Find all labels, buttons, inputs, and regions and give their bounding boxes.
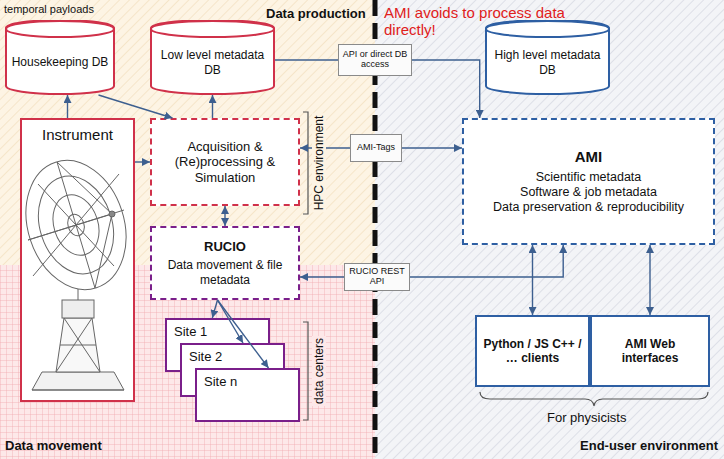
node-text: Software & job metadata <box>520 185 657 200</box>
flow-arrow <box>212 300 217 318</box>
region-label: Data movement <box>5 438 102 453</box>
database-cylinder: High level metadata DB <box>485 20 610 95</box>
node-text: Site 2 <box>189 349 222 365</box>
node-text: Acquisition & (Re)processing & Simulatio… <box>158 139 292 186</box>
flow-arrow <box>402 147 462 148</box>
node-text: API or direct DB access <box>342 50 408 70</box>
site-box: Site n <box>195 368 300 422</box>
node-text: AMI-Tags <box>357 143 395 153</box>
flow-arrow <box>218 300 269 368</box>
bracket-label: HPC environment <box>312 114 326 213</box>
node-text: Housekeeping DB <box>12 55 109 69</box>
node-text: Data movement & file metadata <box>158 258 292 287</box>
region-label: For physicists <box>547 410 626 425</box>
flow-arrow <box>135 161 150 162</box>
node-text: Scientific metadata <box>536 170 642 185</box>
database-cylinder: Low level metadata DB <box>150 20 275 95</box>
interface-box: AMI-Tags <box>350 134 402 162</box>
bracket-label: data centers <box>312 336 326 406</box>
instrument-box: Instrument <box>20 118 135 402</box>
node-text: Site 1 <box>174 324 207 340</box>
region-label: temporal payloads <box>4 3 94 15</box>
flow-arrow <box>649 245 650 315</box>
node-text: Data preservation & reproducibility <box>493 200 684 215</box>
flow-arrow <box>412 60 480 118</box>
flow-arrow <box>67 95 68 118</box>
flow-arrow <box>218 300 244 343</box>
node-text: High level metadata DB <box>491 48 604 77</box>
client-box: Python / JS C++ / … clients <box>475 315 590 387</box>
node-text: AMI Web interfaces <box>598 337 702 366</box>
service-box: RUCIO Data movement & file metadata <box>150 226 300 300</box>
flow-arrow <box>300 276 344 277</box>
flow-arrow <box>224 206 225 226</box>
database-cylinder: Housekeeping DB <box>5 20 115 95</box>
flow-arrow <box>532 245 533 315</box>
node-text: RUCIO REST API <box>348 267 406 287</box>
region-label: Data production <box>266 6 366 21</box>
flow-arrow <box>99 95 173 118</box>
node-text: Python / JS C++ / … clients <box>483 337 582 366</box>
interface-box: API or direct DB access <box>338 44 412 76</box>
node-text: AMI <box>575 148 603 166</box>
node-text: Instrument <box>42 126 113 144</box>
region-label: End-user environment <box>580 438 718 453</box>
flow-arrow <box>212 95 213 118</box>
flow-arrow <box>410 245 563 277</box>
flow-arrow <box>275 59 338 60</box>
region-label: AMI avoids to process data directly! <box>384 4 619 39</box>
interface-box: RUCIO REST API <box>344 263 410 291</box>
service-box: AMI Scientific metadataSoftware & job met… <box>462 118 715 245</box>
client-box: AMI Web interfaces <box>590 315 710 387</box>
node-text: Low level metadata DB <box>156 48 269 77</box>
node-text: RUCIO <box>204 239 246 255</box>
process-box: Acquisition & (Re)processing & Simulatio… <box>150 118 300 206</box>
node-text: Site n <box>204 374 237 390</box>
